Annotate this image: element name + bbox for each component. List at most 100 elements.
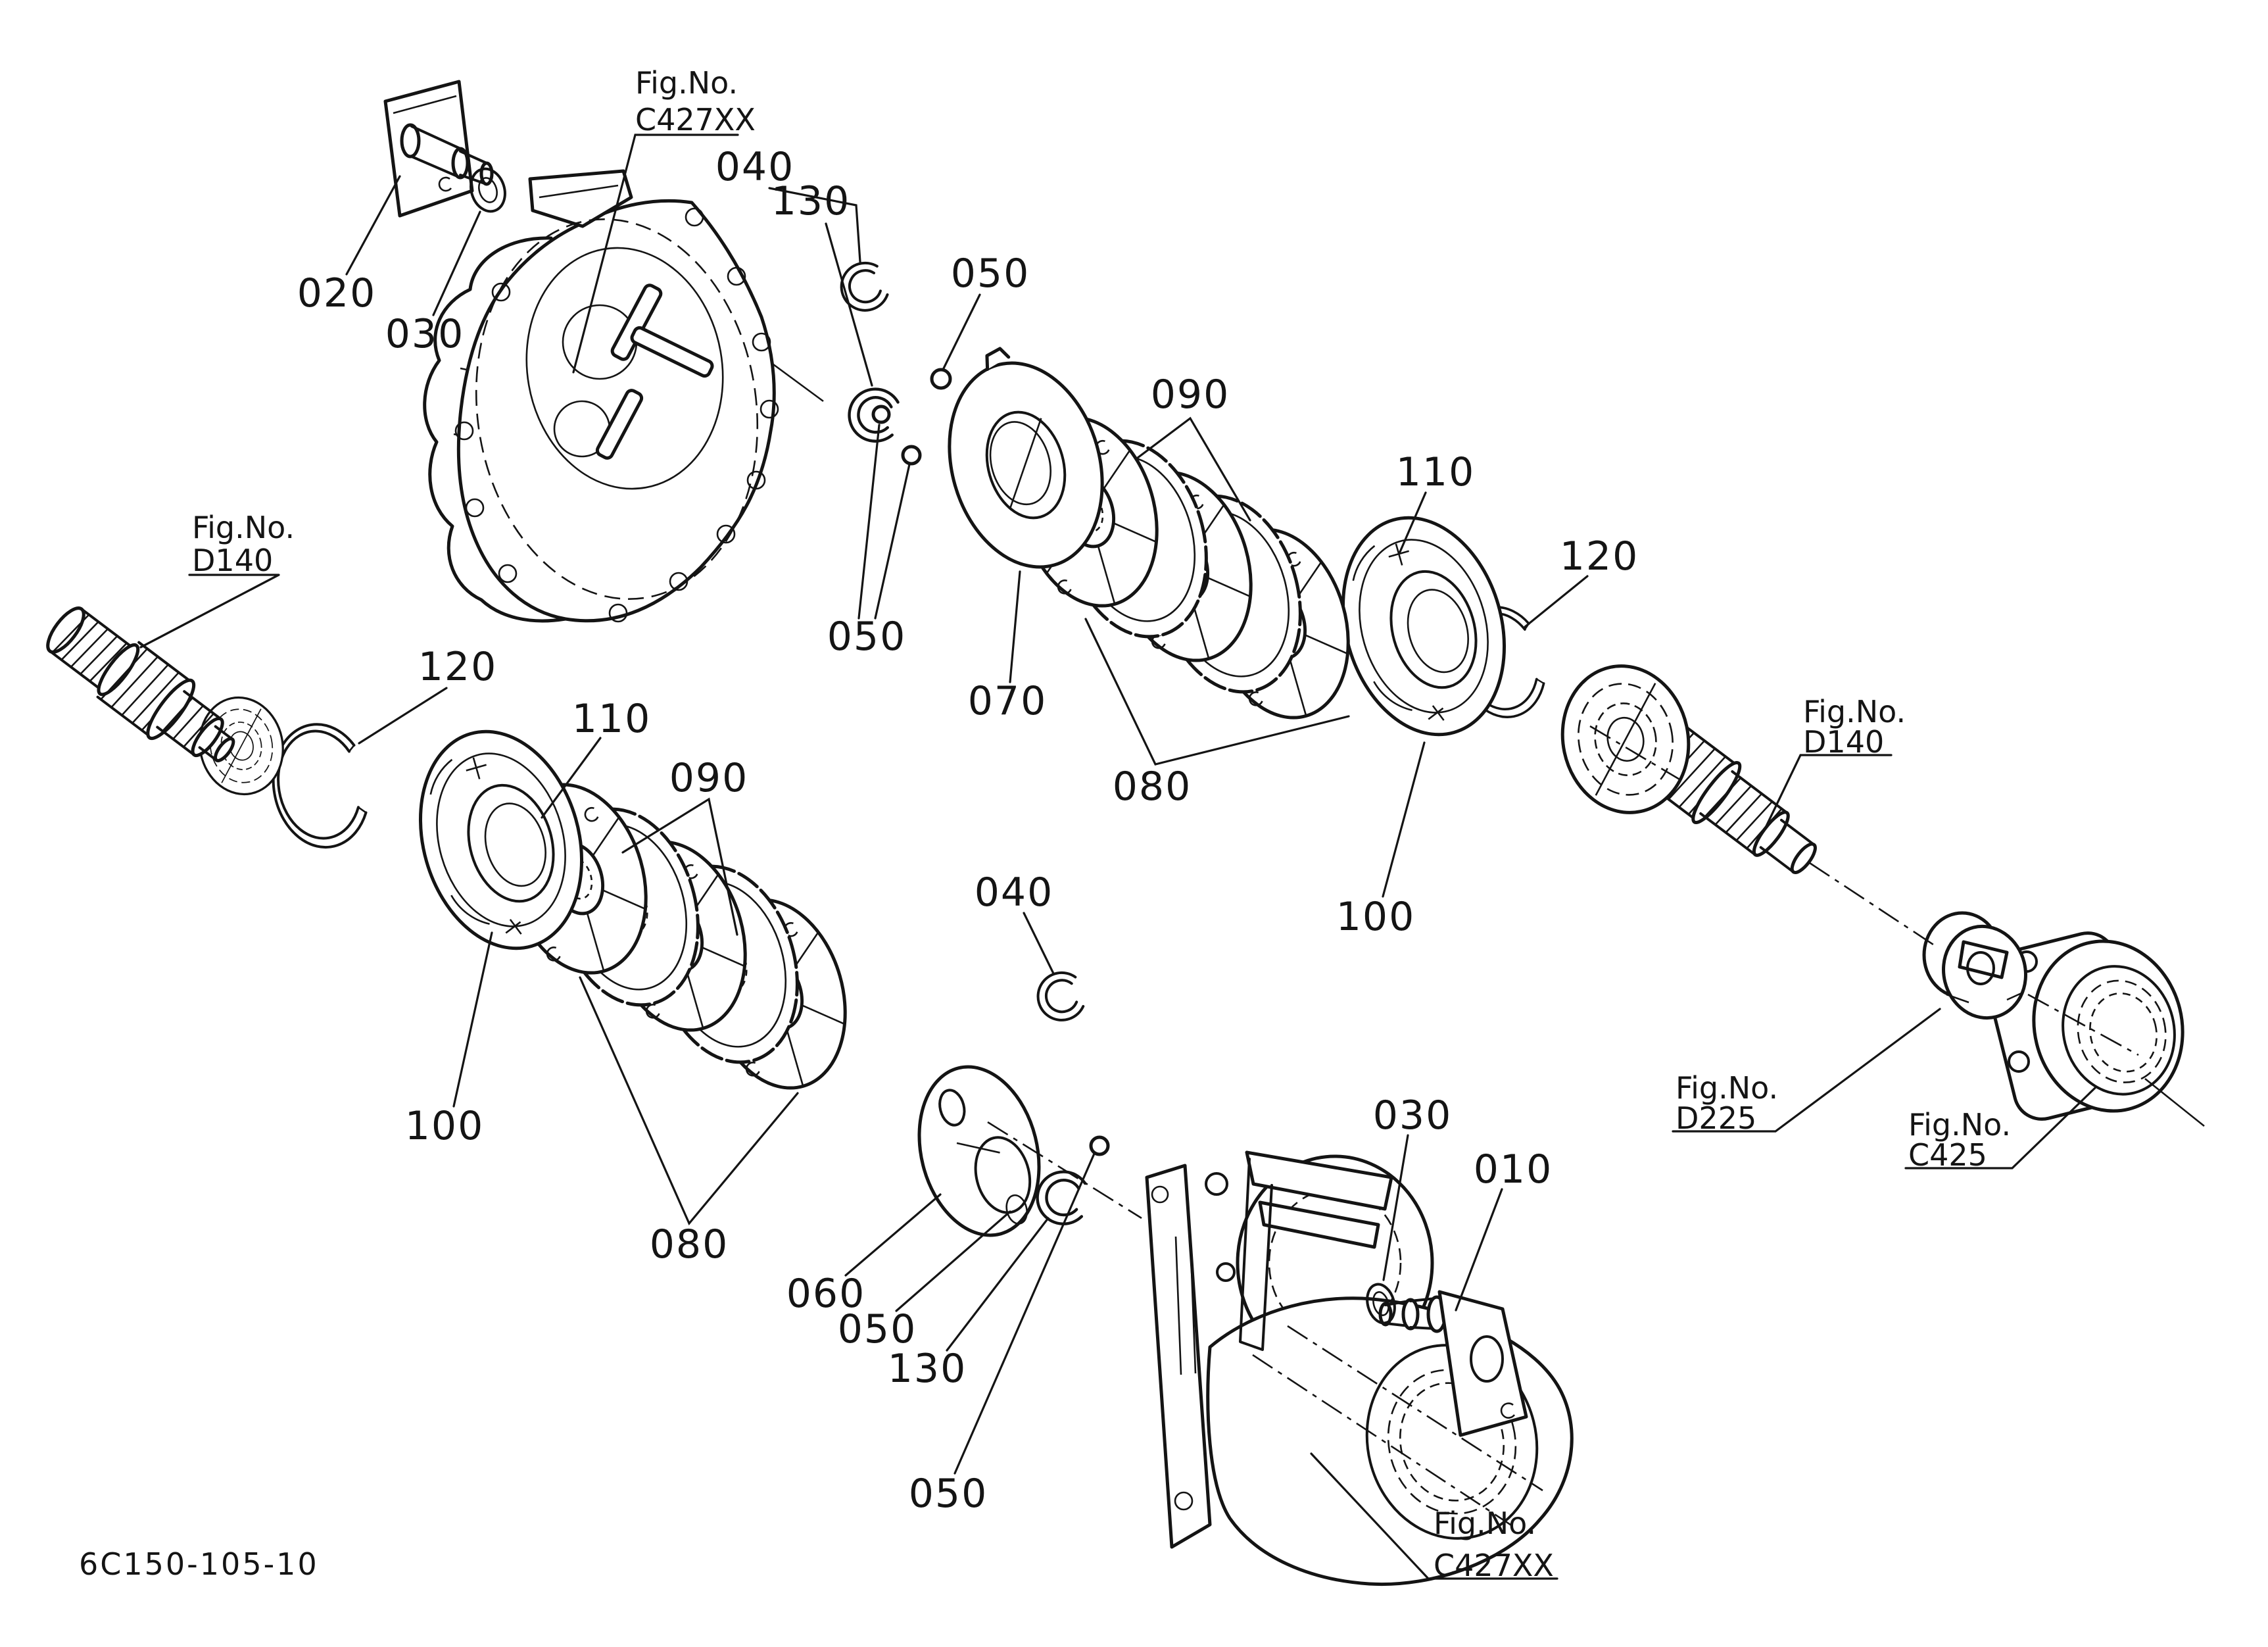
coupling-d225 [1922,911,2027,1020]
leader-050-c [895,1210,1011,1312]
leader-010 [1455,1188,1503,1312]
callout-080-upper: 080 [1113,764,1192,810]
steel-ball-050 [1089,1135,1110,1156]
leader-figno-d140-right [1765,754,1893,827]
inner-bore [525,247,724,490]
figno-d225-code: D225 [1676,1100,1756,1136]
callout-labels: 020 030 040 130 050 050 090 070 080 110 … [297,144,1638,1517]
callout-110-lower: 110 [572,696,652,742]
pivot-hole [1205,1172,1228,1196]
bolt-hole [1151,1185,1169,1204]
callout-070: 070 [968,678,1048,724]
coupling-slot [1958,940,2009,979]
underline-figno-d140-left [139,574,279,649]
callout-100-lower: 100 [405,1103,485,1149]
callout-090-lower: 090 [669,755,749,801]
housing-top-cap [528,169,633,228]
gasket-line [475,218,759,600]
plate-hole [974,1136,1032,1214]
figno-d225-prefix: Fig.No. [1676,1070,1778,1106]
callout-120-lower: 120 [418,644,498,690]
figno-d140-right-prefix: Fig.No. [1803,694,1906,729]
leader-040-lower [1023,912,1055,975]
ball-bearing-upper [1549,654,1702,825]
shift-yoke-bar [1245,1150,1393,1211]
switch-plug-010-assembly [1378,1290,1528,1437]
callout-100-upper: 100 [1336,894,1416,940]
o-ring-030-lower [1366,1283,1396,1325]
yoke-leg [1239,1158,1273,1351]
steel-ball-050 [930,368,952,390]
callout-040-upper: 040 [715,144,795,190]
plate-hole [938,1089,966,1127]
fig-reference-labels: Fig.No. C427XX Fig.No. D140 Fig.No. D140… [192,65,2011,1583]
figno-d140-left-prefix: Fig.No. [192,510,295,545]
callout-050-upper-b: 050 [827,614,907,660]
shift-fork [630,326,714,378]
section-slash [2144,1077,2205,1127]
housing-flange-wall [1145,1164,1212,1549]
centerline [1287,1325,1543,1492]
figno-c425-prefix: Fig.No. [1908,1107,2011,1143]
leader-130-upper [825,222,873,387]
figno-bottom-code: C427XX [1434,1548,1554,1583]
leader-070 [1009,570,1021,683]
figno-bottom-prefix: Fig.No. [1434,1506,1536,1541]
centerline [1252,1354,1513,1527]
callout-060: 060 [786,1271,866,1317]
bolt-hole [2008,1050,2030,1073]
o-ring-030-upper [470,167,506,213]
callout-010: 010 [1474,1146,1553,1192]
leader-050-d [953,1152,1096,1475]
callout-030-lower: 030 [1373,1093,1453,1139]
leader-040-upper [768,187,861,263]
leader-080-upper [1084,618,1350,766]
callout-040-lower: 040 [975,870,1054,916]
leader-060 [844,1193,942,1277]
leader-120-upper [1524,575,1589,628]
leader-050-b2 [874,463,911,620]
spline-shaft-d140-left [46,606,235,762]
plug-bracket-plate [1437,1290,1528,1437]
callout-020: 020 [297,270,377,316]
callout-050-upper-a: 050 [951,251,1030,297]
shift-yoke-bar [1258,1200,1380,1249]
pivot-hole [1216,1262,1236,1282]
coupling-hub [1966,951,1995,985]
housing-barrel-bore [1365,1344,1539,1540]
callout-030-upper: 030 [385,311,465,357]
housing-bore-inner [1268,1188,1402,1338]
callout-090-upper: 090 [1151,372,1230,418]
shift-fork [595,389,644,460]
leader-figno-c427xx-bottom [1310,1452,1558,1580]
leader-110-lower [541,737,602,819]
figno-c425-code: C425 [1908,1137,1987,1173]
flange-slot [1174,1235,1197,1375]
switch-plug-020-assembly [383,80,494,218]
leader-080-lower [579,976,799,1226]
shift-fork [610,283,663,361]
leader-030-lower [1382,1134,1409,1281]
steel-ball-050 [901,445,922,466]
leader-120-lower [358,687,448,745]
bolt-hole [1174,1491,1194,1511]
figno-d140-left-code: D140 [192,543,273,578]
bracket-hole [1470,1335,1504,1383]
figno-top-code: C427XX [635,102,756,137]
figno-d140-right-code: D140 [1803,724,1884,760]
leader-030-upper [432,210,481,316]
leader-020 [345,175,401,276]
callout-050-lower-b: 050 [909,1471,988,1517]
circlip-130-lower [1035,1169,1086,1226]
leader-100-upper [1382,741,1426,898]
leader-090-upper [1136,416,1251,522]
drawing-number: 6C150-105-10 [79,1546,319,1582]
steel-ball-050 [871,405,891,424]
callout-050-lower-a: 050 [838,1306,917,1352]
leader-110-upper [1399,491,1427,553]
leader-figno-d225 [1672,1008,1941,1133]
leader-lines [139,134,2096,1580]
leader-figno-c425 [1904,1087,2096,1169]
